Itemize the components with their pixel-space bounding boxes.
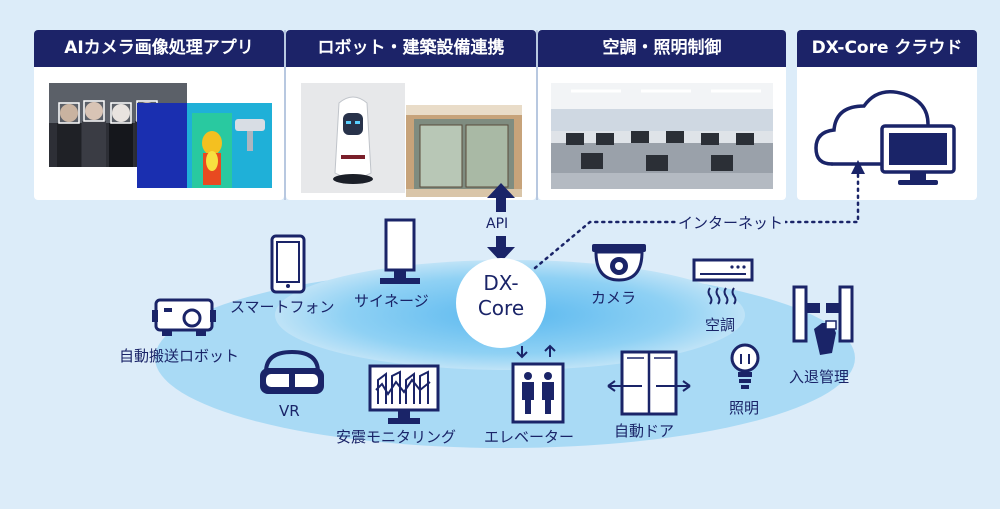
panel-separator — [284, 30, 286, 200]
panel-robot-building: ロボット・建築設備連携 — [286, 30, 536, 200]
panel-robot-building-title: ロボット・建築設備連携 — [286, 30, 536, 67]
auto-door-label: 自動ドア — [614, 422, 675, 440]
panel-hvac-lighting-title: 空調・照明制御 — [538, 30, 786, 67]
dx-core-hub: DX- Core — [456, 258, 546, 348]
vr-headset-icon — [258, 348, 326, 398]
panel-separator — [536, 30, 538, 200]
panel-ai-camera: AIカメラ画像処理アプリ — [34, 30, 284, 200]
panel-cloud-title: DX-Core クラウド — [797, 30, 977, 67]
hub-line2: Core — [477, 296, 525, 320]
access-control-label: 入退管理 — [789, 368, 850, 386]
api-label: API — [486, 216, 509, 232]
light-bulb-icon — [728, 342, 762, 392]
automatic-door-icon — [606, 350, 692, 416]
elevator-label: エレベーター — [484, 428, 575, 446]
smartphone-label: スマートフォン — [230, 298, 335, 316]
panel-ai-camera-title: AIカメラ画像処理アプリ — [34, 30, 284, 67]
panel-cloud: DX-Core クラウド — [797, 30, 977, 200]
panel-hvac-lighting: 空調・照明制御 — [538, 30, 786, 200]
elevator-icon — [510, 342, 566, 426]
service-robot-photo — [301, 83, 405, 193]
signage-label: サイネージ — [354, 292, 429, 310]
thermal-camera-photo — [137, 103, 272, 188]
seismic-monitor-icon — [368, 364, 440, 426]
vr-label: VR — [279, 402, 300, 420]
cloud-computer-icon — [812, 82, 962, 192]
seismic-label: 安震モニタリング — [336, 428, 457, 446]
smartphone-icon — [270, 234, 306, 294]
camera-icon — [590, 242, 648, 284]
aircon-icon — [692, 258, 754, 310]
signage-icon — [378, 218, 422, 286]
lighting-label: 照明 — [729, 399, 760, 417]
access-control-icon — [792, 283, 856, 363]
internet-label: インターネット — [676, 212, 786, 233]
robot-label: 自動搬送ロボット — [119, 347, 240, 365]
transport-robot-icon — [152, 296, 216, 338]
camera-label: カメラ — [591, 289, 637, 307]
office-photo — [551, 83, 773, 189]
aircon-label: 空調 — [705, 316, 736, 334]
hub-line1: DX- — [483, 271, 519, 295]
automatic-door-entrance-photo — [406, 105, 522, 197]
